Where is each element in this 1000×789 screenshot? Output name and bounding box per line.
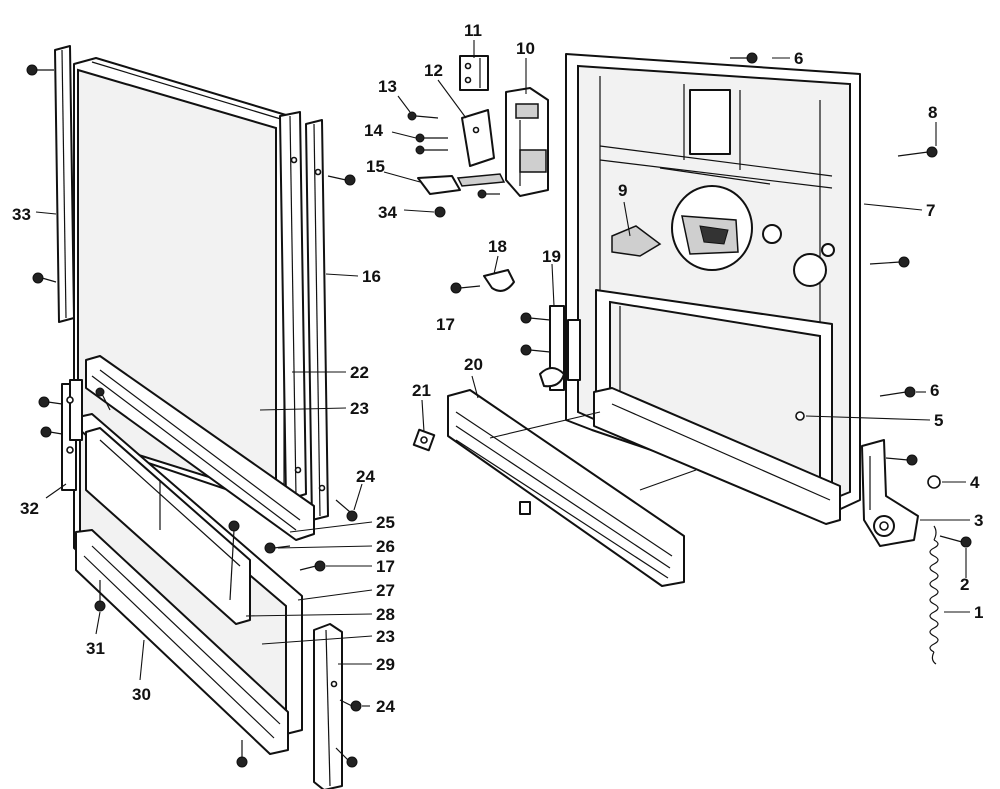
screw-33-bottom [32, 272, 57, 284]
part-19-side-bracket [539, 305, 581, 391]
callout-15: 15 [366, 157, 385, 176]
screw-8 [897, 146, 938, 158]
callout-21: 21 [412, 381, 431, 400]
part-33-left-trim [54, 45, 75, 323]
part-32-hinge-bracket [61, 379, 83, 491]
callout-24-lower: 24 [376, 697, 395, 716]
callout-23-lower: 23 [376, 627, 395, 646]
screw-14-b [415, 145, 448, 155]
nut-4 [927, 475, 941, 489]
part-3-hinge-arm [861, 439, 919, 547]
callout-1: 1 [974, 603, 983, 622]
screw-16 [327, 174, 356, 186]
screw-4-right [885, 454, 918, 466]
part-20-kick-plate [447, 389, 685, 587]
right-assembly-screws [450, 52, 972, 548]
callout-26: 26 [376, 537, 395, 556]
screw-24-bottom-a [339, 699, 362, 712]
screw-19-a [520, 312, 551, 324]
part-29-end-cap [313, 623, 343, 789]
screw-26 [264, 542, 291, 554]
screw-2 [939, 535, 972, 548]
callout-23-upper: 23 [350, 399, 369, 418]
callout-7: 7 [926, 201, 935, 220]
part-15-clip [417, 173, 506, 195]
part-28-bracket [85, 427, 251, 625]
alignment-lines [489, 411, 697, 491]
screw-14-a [415, 133, 448, 143]
screw-19-b [520, 344, 551, 356]
callout-2: 2 [960, 575, 969, 594]
screw-24-bottom-b [335, 747, 358, 768]
callout-12: 12 [424, 61, 443, 80]
callout-18: 18 [488, 237, 507, 256]
part-11-hinge-plate [459, 55, 489, 91]
callout-6-top: 6 [794, 49, 803, 68]
callout-10: 10 [516, 39, 535, 58]
screw-25 [228, 520, 240, 601]
part-21-nut [412, 428, 436, 452]
screw-15 [477, 189, 500, 199]
screw-33-top [26, 64, 54, 76]
screw-17-left [299, 560, 326, 572]
callout-3: 3 [974, 511, 983, 530]
callout-labels: 1 2 3 4 5 6 6 7 8 9 10 11 12 13 14 15 16… [12, 21, 983, 716]
callout-13: 13 [378, 77, 397, 96]
callout-32: 32 [20, 499, 39, 518]
callout-8: 8 [928, 103, 937, 122]
callout-17-right: 17 [436, 315, 455, 334]
part-18-clip [483, 269, 515, 292]
callout-33: 33 [12, 205, 31, 224]
screw-24-top [335, 499, 358, 522]
part-9-detergent-dispenser [611, 185, 835, 287]
callout-6-lower: 6 [930, 381, 939, 400]
left-assembly-screws [26, 64, 362, 768]
callout-28: 28 [376, 605, 395, 624]
lower-inner-tub [595, 289, 833, 499]
callout-11: 11 [464, 21, 482, 40]
callout-4: 4 [970, 473, 980, 492]
callout-25: 25 [376, 513, 395, 532]
callout-5: 5 [934, 411, 943, 430]
screw-30-bottom [236, 740, 248, 768]
hinge-screws [407, 111, 500, 218]
screw-5 [795, 411, 805, 421]
part-25-lower-rail [85, 355, 315, 541]
part-1-spring [929, 525, 939, 665]
screw-32-c [95, 387, 111, 411]
leader-lines [35, 40, 970, 707]
screw-6-top [730, 52, 758, 64]
callout-16: 16 [362, 267, 381, 286]
screw-31 [94, 580, 106, 612]
callout-22: 22 [350, 363, 369, 382]
screw-7-side [869, 256, 910, 268]
lower-door-rail [593, 387, 841, 525]
screw-32-a [38, 396, 63, 408]
callout-24-upper: 24 [356, 467, 375, 486]
callout-27: 27 [376, 581, 395, 600]
part-10-hinge-arm [505, 87, 549, 197]
callout-20: 20 [464, 355, 483, 374]
part-22-side-frame [279, 111, 307, 501]
callout-9: 9 [618, 181, 627, 200]
part-12-bracket [461, 109, 495, 167]
callout-29: 29 [376, 655, 395, 674]
callout-34: 34 [378, 203, 397, 222]
callout-14: 14 [364, 121, 383, 140]
screw-17-right [450, 282, 481, 294]
screw-13 [407, 111, 439, 121]
callout-31: 31 [86, 639, 105, 658]
part-30-bottom-channel [75, 529, 289, 755]
screw-6-lower [879, 386, 916, 398]
part-16-right-trim [305, 119, 329, 521]
callout-30: 30 [132, 685, 151, 704]
screw-34 [434, 206, 446, 218]
callout-19: 19 [542, 247, 561, 266]
callout-17-left: 17 [376, 557, 395, 576]
screw-32-b [40, 426, 63, 438]
